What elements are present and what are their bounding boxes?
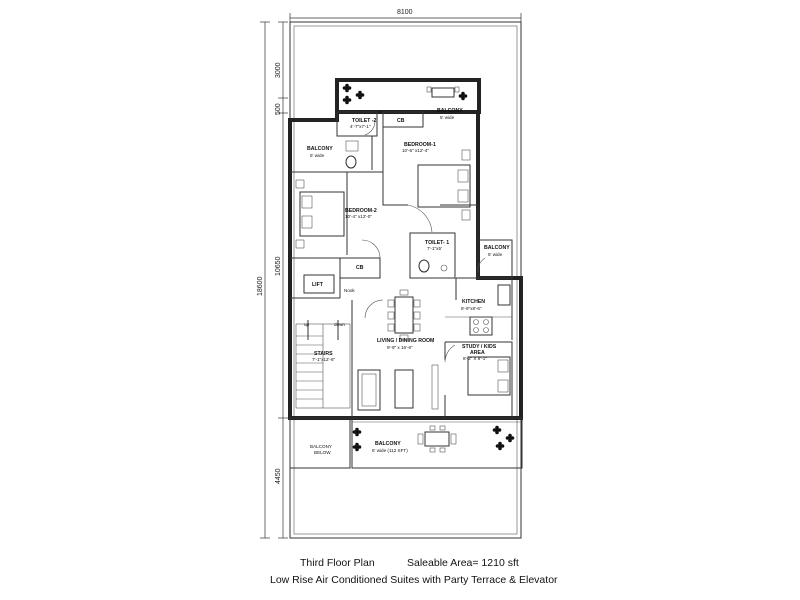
- lift-label: LIFT: [312, 282, 324, 288]
- bedroom1-label: BEDROOM-1: [404, 142, 436, 148]
- plan-subtitle: Low Rise Air Conditioned Suites with Par…: [270, 574, 558, 586]
- living-label: LIVING / DINING ROOM: [377, 338, 434, 344]
- bed-icon: [467, 356, 511, 396]
- stairs-size: 7'-1"x12'-6": [312, 357, 336, 362]
- plant-icon: [492, 425, 502, 435]
- plant-icon: [342, 83, 352, 93]
- staircase: [295, 320, 351, 409]
- dim-wall-gap: 500: [275, 103, 282, 115]
- kitchen-size: 8'-9"x8'-6": [461, 306, 482, 311]
- coffee-table-icon: [394, 369, 414, 409]
- stairs-down-label: down: [334, 322, 345, 327]
- walls: [288, 78, 523, 469]
- study-label: STUDY / KIDS: [462, 344, 497, 350]
- toilet1-label: TOILET- 1: [425, 240, 449, 246]
- kitchen-label: KITCHEN: [462, 299, 485, 305]
- plant-icon: [342, 95, 352, 105]
- plant-icon: [495, 441, 505, 451]
- room-labels: TOILET -2 4'-7"x7'-1" CB BALCONY 5' wide…: [304, 108, 510, 455]
- balcony-main-label: BALCONY: [375, 441, 401, 447]
- plant-icon: [458, 91, 468, 101]
- plant-icon: [355, 90, 365, 100]
- cb-mid-label: CB: [356, 265, 364, 271]
- balcony-right-size: 5' wide: [488, 252, 503, 257]
- living-size: 9'-9" x 16'-6": [387, 345, 413, 350]
- sofa-icon: [357, 369, 381, 411]
- bedroom1-size: 10'-6" x12'-4": [402, 148, 429, 153]
- balcony-right-label: BALCONY: [484, 245, 510, 251]
- bedroom2-size: 10'-4" x12'-0": [345, 214, 372, 219]
- dining-table-icon: [394, 296, 414, 334]
- dim-total-height: 18600: [257, 276, 264, 296]
- saleable-area: Saleable Area= 1210 sft: [407, 557, 519, 569]
- balcony-left-size: 5' wide: [310, 153, 325, 158]
- sink-icon: [497, 284, 511, 306]
- dim-terrace-top: 3000: [275, 62, 282, 78]
- plant-icon: [352, 427, 362, 437]
- cb-top-label: CB: [397, 118, 405, 124]
- toilet1-size: 7'-1"x5': [427, 246, 442, 251]
- stove-icon: [469, 316, 493, 336]
- dim-top-width: 8100: [397, 9, 413, 16]
- bed-icon: [299, 191, 345, 237]
- balcony-main-size: 6' wide (112 SFT): [372, 448, 408, 453]
- balcony-top-label: BALCONY: [437, 108, 463, 114]
- dim-main-block: 10650: [275, 256, 282, 276]
- stairs-label: STAIRS: [314, 351, 333, 357]
- plant-icon: [505, 433, 515, 443]
- toilet-icon: [418, 259, 430, 273]
- furniture: [295, 83, 515, 453]
- study-size: 8'-3" X 8'-1": [463, 356, 487, 361]
- dim-terrace-bottom: 4450: [275, 468, 282, 484]
- toilet-icon: [345, 155, 357, 169]
- balcony-below-size: BELOW: [314, 450, 331, 455]
- plant-icons: [342, 83, 515, 452]
- study-label-2: AREA: [470, 350, 485, 356]
- doors: [361, 119, 486, 363]
- bedroom2-label: BEDROOM-2: [345, 208, 377, 214]
- table-icon: [424, 431, 450, 447]
- plant-icon: [352, 442, 362, 452]
- toilet2-label: TOILET -2: [352, 118, 377, 124]
- stairs-up-label: up: [304, 322, 310, 327]
- balcony-below-label: BALCONY: [310, 444, 332, 449]
- bed-icon: [417, 164, 471, 208]
- balcony-top-size: 5' wide: [440, 115, 455, 120]
- table-icon: [431, 87, 455, 98]
- plan-title: Third Floor Plan: [300, 557, 375, 569]
- toilet2-size: 4'-7"x7'-1": [350, 124, 371, 129]
- nook-label: Nook: [344, 288, 355, 293]
- dimension-lines: 8100 18600 3000 500 10650 4450: [257, 9, 522, 539]
- balcony-left-label: BALCONY: [307, 146, 333, 152]
